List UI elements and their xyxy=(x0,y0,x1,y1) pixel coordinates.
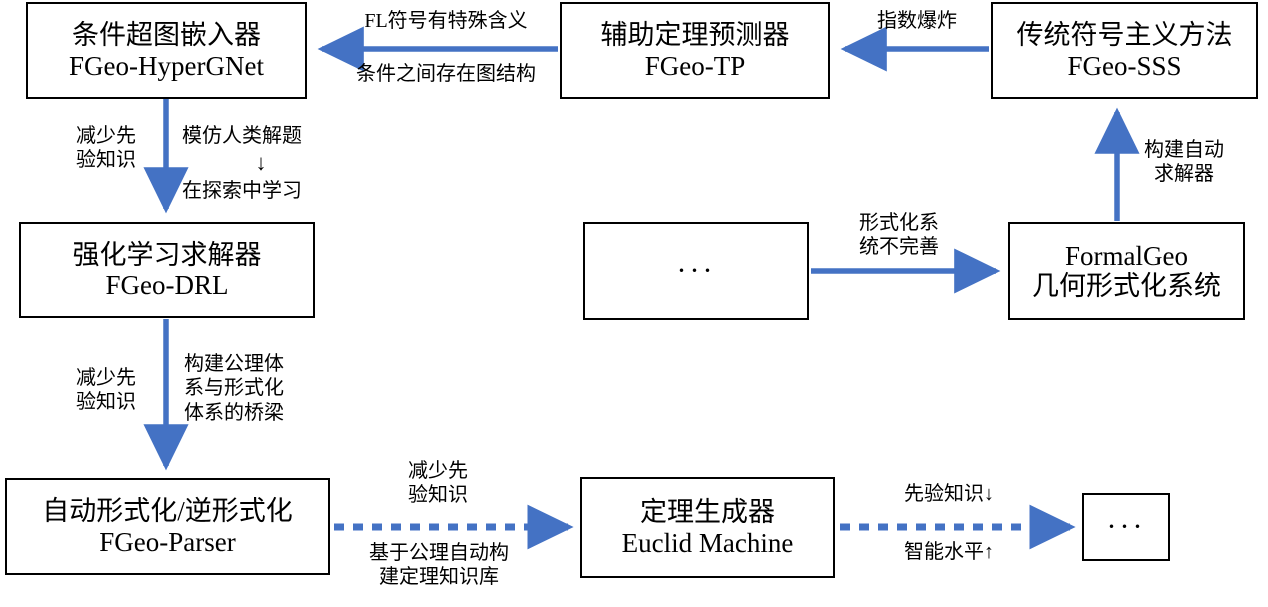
edge-label-line: 减少先 验知识 xyxy=(408,460,468,507)
edge-label-axiom-theorem-kb: 基于公理自动构 建定理知识库 xyxy=(363,541,515,590)
node-label-cn: 自动形式化/逆形式化 xyxy=(42,496,293,527)
edge-label-imitate-human-solving: 模仿人类解题 xyxy=(182,125,302,147)
ellipsis-glyph: ··· xyxy=(676,254,716,288)
edge-label-intelligence-up: 智能水平↑ xyxy=(904,541,994,563)
node-fgeo-tp[interactable]: 辅助定理预测器 FGeo-TP xyxy=(560,2,830,99)
edge-label-reduce-prior-knowledge-3: 减少先 验知识 xyxy=(394,459,482,508)
edge-label-line: 构建自动 求解器 xyxy=(1144,139,1224,186)
node-ellipsis-middle[interactable]: ··· xyxy=(583,222,809,320)
edge-label-line: 构建公理体 系与形式化 体系的桥梁 xyxy=(184,353,284,424)
edge-label-line: 减少先 验知识 xyxy=(76,367,136,414)
edge-label-learn-in-exploration: 在探索中学习 xyxy=(182,180,302,202)
node-ellipsis-end[interactable]: ··· xyxy=(1082,493,1170,561)
node-label-cn: 几何形式化系统 xyxy=(1032,271,1221,301)
ellipsis-glyph: ··· xyxy=(1106,510,1146,544)
edge-label-down-arrow-glyph: ↓ xyxy=(255,150,267,175)
node-label-cn: 定理生成器 xyxy=(640,497,775,528)
node-label-en: FGeo-Parser xyxy=(99,526,236,557)
edge-label-line: 形式化系 统不完善 xyxy=(859,212,939,259)
edge-label-exponential-explosion: 指数爆炸 xyxy=(877,10,957,32)
node-label-cn: 传统符号主义方法 xyxy=(1016,20,1233,51)
edge-label-condition-graph-structure: 条件之间存在图结构 xyxy=(356,63,536,85)
node-fgeo-drl[interactable]: 强化学习求解器 FGeo-DRL xyxy=(19,222,315,318)
edge-label-line: 减少先 验知识 xyxy=(76,125,136,172)
node-formalgeo[interactable]: FormalGeo 几何形式化系统 xyxy=(1008,222,1245,320)
edge-label-prior-knowledge-down: 先验知识↓ xyxy=(904,483,994,505)
edge-label-fl-semantics: FL符号有特殊含义 xyxy=(364,10,528,32)
node-label-cn: 强化学习求解器 xyxy=(72,239,262,270)
edge-label-reduce-prior-knowledge-2: 减少先 验知识 xyxy=(62,366,150,415)
node-label-cn: 条件超图嵌入器 xyxy=(72,20,261,51)
node-euclid-machine[interactable]: 定理生成器 Euclid Machine xyxy=(580,477,835,578)
edge-label-incomplete-formal-system: 形式化系 统不完善 xyxy=(843,211,955,260)
edge-label-build-auto-solver: 构建自动 求解器 xyxy=(1132,138,1236,187)
node-fgeo-parser[interactable]: 自动形式化/逆形式化 FGeo-Parser xyxy=(5,478,330,575)
edge-label-reduce-prior-knowledge-1: 减少先 验知识 xyxy=(62,124,150,173)
node-label-en: Euclid Machine xyxy=(621,527,794,558)
node-fgeo-hypergnet[interactable]: 条件超图嵌入器 FGeo-HyperGNet xyxy=(26,2,307,99)
edge-label-line: 基于公理自动构 建定理知识库 xyxy=(369,542,509,589)
node-label-en: FormalGeo xyxy=(1065,240,1188,271)
edge-label-bridge-axiom-formal: 构建公理体 系与形式化 体系的桥梁 xyxy=(184,352,312,425)
node-fgeo-sss[interactable]: 传统符号主义方法 FGeo-SSS xyxy=(991,2,1258,99)
node-label-en: FGeo-SSS xyxy=(1067,50,1182,81)
node-label-en: FGeo-DRL xyxy=(105,270,229,300)
node-label-cn: 辅助定理预测器 xyxy=(600,20,790,51)
node-label-en: FGeo-TP xyxy=(644,50,746,81)
node-label-en: FGeo-HyperGNet xyxy=(69,50,264,81)
